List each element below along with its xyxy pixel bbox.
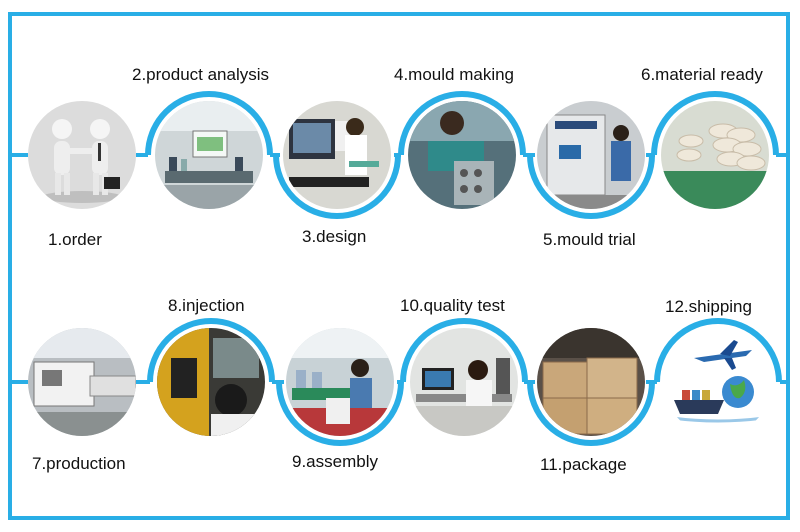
step-label-7: 7.production (32, 454, 126, 473)
step-label-10: 10.quality test (400, 296, 505, 315)
step-ring-8 (147, 318, 275, 383)
step-ring-4 (398, 91, 526, 156)
plane-ship-globe-icon (664, 328, 772, 436)
step-ring-2 (145, 91, 273, 156)
meeting-room-icon (155, 101, 263, 209)
material-sacks-icon (661, 101, 769, 209)
step-ring-12 (654, 318, 782, 383)
machining-icon (408, 101, 516, 209)
step-ring-9 (276, 381, 404, 446)
assembly-line-icon (286, 328, 394, 436)
step-label-5: 5.mould trial (543, 230, 636, 249)
step-ring-10 (400, 318, 528, 383)
step-label-1: 1.order (48, 230, 102, 249)
step-label-2: 2.product analysis (132, 65, 270, 84)
cartons-icon (537, 328, 645, 436)
step-label-11: 11.package (540, 455, 627, 474)
step-label-9: 9.assembly (292, 452, 378, 471)
injection-machines-icon (28, 328, 136, 436)
quality-lab-icon (410, 328, 518, 436)
handshake-figures-icon (28, 101, 136, 209)
cad-workstation-icon (283, 101, 391, 209)
outer-border (8, 12, 790, 520)
injection-operator-icon (157, 328, 265, 436)
step-ring-3 (273, 154, 401, 219)
trial-machine-icon (537, 101, 645, 209)
step-label-3: 3.design (302, 227, 367, 246)
step-label-6: 6.material ready (641, 65, 763, 84)
step-ring-6 (651, 91, 779, 156)
step-ring-11 (527, 381, 655, 446)
step-label-4: 4.mould making (394, 65, 515, 84)
step-ring-5 (527, 154, 655, 219)
step-label-12: 12.shipping (665, 297, 752, 316)
step-label-8: 8.injection (168, 296, 245, 315)
